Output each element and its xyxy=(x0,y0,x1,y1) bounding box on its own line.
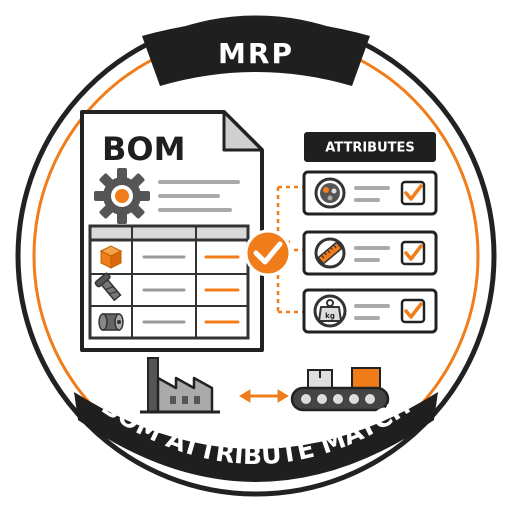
roll-icon xyxy=(98,313,124,331)
match-check-icon xyxy=(244,229,292,277)
weight-unit: kg xyxy=(325,312,335,320)
table-row xyxy=(98,313,240,331)
weight-icon: kg xyxy=(313,294,347,328)
screw-icon xyxy=(94,272,122,302)
connector-lines xyxy=(262,185,304,314)
conveyor-icon xyxy=(290,367,390,412)
document-lines xyxy=(158,180,240,212)
check-icon xyxy=(400,180,426,206)
attribute-card xyxy=(302,230,438,276)
header-title: MRP xyxy=(218,37,294,70)
bom-document: BOM xyxy=(80,110,264,352)
box-icon xyxy=(99,245,123,269)
attributes-label: ATTRIBUTES xyxy=(304,132,436,162)
bom-table xyxy=(88,224,250,340)
attributes-label-text: ATTRIBUTES xyxy=(325,141,415,156)
gear-icon xyxy=(94,168,150,224)
document-title: BOM xyxy=(102,130,185,168)
table-row xyxy=(99,245,240,269)
ruler-icon xyxy=(314,237,346,269)
check-icon xyxy=(400,298,426,324)
header-banner: MRP xyxy=(142,20,370,86)
table-row xyxy=(94,272,240,302)
double-arrow-icon xyxy=(239,389,289,403)
palette-icon xyxy=(314,177,346,209)
factory-icon xyxy=(140,357,220,414)
check-icon xyxy=(400,240,426,266)
attribute-card xyxy=(302,170,438,216)
attribute-card: kg xyxy=(302,288,438,334)
